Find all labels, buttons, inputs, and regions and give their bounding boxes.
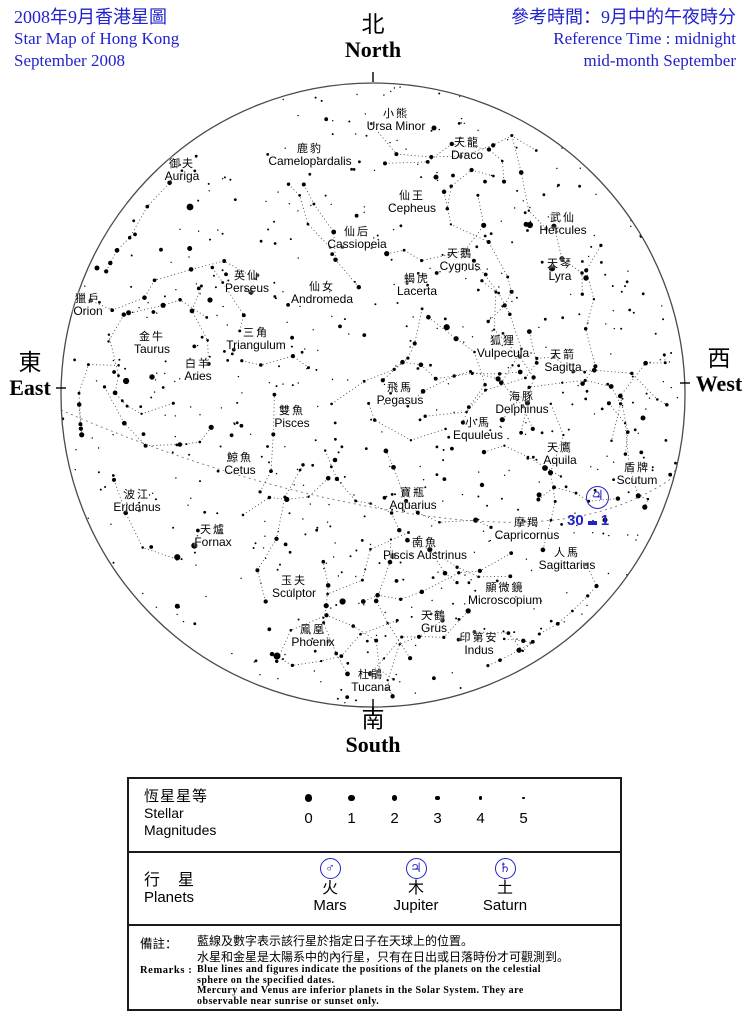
direction-east: 東 East: [0, 350, 60, 400]
direction-west: 西 West: [688, 346, 750, 396]
map-title-zh: 2008年9月香港星圖: [14, 7, 167, 27]
south-label-en: South: [345, 731, 401, 757]
magnitude-dot: [391, 795, 398, 801]
map-title-date: September 2008: [14, 51, 125, 70]
magnitude-item-0: 0: [287, 789, 330, 827]
magnitude-value: 0: [304, 810, 313, 827]
remarks-label-en: Remarks :: [140, 965, 193, 976]
magnitude-dot-wrap: [330, 789, 373, 807]
magnitude-value: 1: [347, 810, 356, 827]
remark-line-en: Blue lines and figures indicate the posi…: [197, 964, 541, 975]
south-label-zh: 南: [361, 707, 385, 732]
remarks-text: 藍線及數字表示該行星於指定日子在天球上的位置。水星和金星是太陽系中的內行星，只有…: [197, 933, 612, 1007]
north-label-zh: 北: [361, 12, 385, 37]
jupiter-symbol-icon: ♃: [405, 858, 427, 879]
magnitude-item-4: 4: [459, 789, 502, 827]
sky-chart: [56, 72, 690, 708]
legend-box: 恆星星等 Stellar Magnitudes 0 1 2 3 4 5 行 星 Plane…: [127, 777, 622, 1011]
magnitude-value: 5: [519, 810, 528, 827]
magnitudes-label-en1: Stellar: [144, 805, 184, 821]
reference-time-zh: 參考時間：9月中的午夜時分: [511, 7, 736, 27]
jupiter-path-segment: [587, 520, 597, 525]
map-title: 2008年9月香港星圖 Star Map of Hong Kong Septem…: [14, 6, 179, 72]
remark-line-zh: 水星和金星是太陽系中的內行星，只有在日出或日落時份才可觀測到。: [197, 950, 570, 964]
magnitude-value: 2: [390, 810, 399, 827]
magnitude-dot-wrap: [502, 789, 545, 807]
remark-line-zh: 藍線及數字表示該行星於指定日子在天球上的位置。: [197, 934, 474, 948]
planet-name-zh: 土: [496, 880, 513, 897]
magnitude-dot: [348, 794, 355, 802]
magnitude-scale: 0 1 2 3 4 5: [287, 789, 545, 827]
star-field: [61, 86, 679, 704]
magnitude-item-1: 1: [330, 789, 373, 827]
magnitude-dot-wrap: [287, 789, 330, 807]
remarks-row: 備註： Remarks : 藍線及數字表示該行星於指定日子在天球上的位置。水星和…: [129, 924, 620, 1007]
magnitudes-label-zh: 恆星星等: [144, 789, 209, 805]
reference-time: 參考時間：9月中的午夜時分 Reference Time : midnight …: [511, 6, 736, 72]
planet-name-en: Saturn: [482, 897, 528, 914]
magnitude-item-5: 5: [502, 789, 545, 827]
jupiter-date-1: 1: [600, 512, 610, 529]
magnitude-dot: [478, 796, 483, 800]
remark-line-en: Mercury and Venus are inferior planets i…: [197, 985, 524, 997]
saturn-symbol-icon: ♄: [494, 858, 516, 879]
magnitudes-label-en2: Magnitudes: [144, 822, 217, 838]
north-label-en: North: [344, 36, 402, 62]
magnitude-dot-wrap: [459, 789, 502, 807]
direction-north: 北 North: [323, 12, 423, 62]
magnitude-value: 3: [433, 810, 442, 827]
magnitude-dot-wrap: [416, 789, 459, 807]
celestial-circle: [60, 82, 686, 708]
magnitude-dot: [435, 795, 440, 801]
magnitude-dot: [522, 796, 525, 800]
planet-name-zh: 木: [407, 880, 424, 897]
planets-label-zh: 行 星: [144, 872, 196, 889]
magnitude-item-2: 2: [373, 789, 416, 827]
remark-line-en: sphere on the specified dates.: [197, 974, 335, 986]
magnitude-dot: [304, 794, 313, 802]
remark-line-en: observable near sunrise or sunset only.: [197, 995, 380, 1007]
east-label-zh: 東: [18, 350, 42, 375]
jupiter-date-30: 30: [567, 512, 584, 529]
planets-label-en: Planets: [144, 889, 195, 906]
planet-name-en: Jupiter: [393, 897, 439, 914]
west-label-en: West: [695, 370, 743, 396]
jupiter-date-range: 30 1: [567, 512, 609, 529]
mars-symbol-icon: ♂: [319, 858, 341, 879]
jupiter-symbol-marker: ♃: [586, 486, 609, 509]
direction-south: 南 South: [323, 707, 423, 757]
map-title-en: Star Map of Hong Kong: [14, 29, 180, 48]
stellar-magnitudes-row: 恆星星等 Stellar Magnitudes 0 1 2 3 4 5: [129, 779, 620, 851]
magnitude-dot-wrap: [373, 789, 416, 807]
magnitude-item-3: 3: [416, 789, 459, 827]
remarks-label-zh: 備註：: [140, 937, 178, 951]
reference-time-en2: mid-month September: [583, 51, 736, 70]
west-label-zh: 西: [707, 346, 731, 371]
reference-time-en: Reference Time : midnight: [553, 29, 736, 48]
planet-name-zh: 火: [321, 880, 338, 897]
planet-name-en: Mars: [313, 897, 347, 914]
magnitude-value: 4: [476, 810, 485, 827]
east-label-en: East: [9, 374, 51, 400]
